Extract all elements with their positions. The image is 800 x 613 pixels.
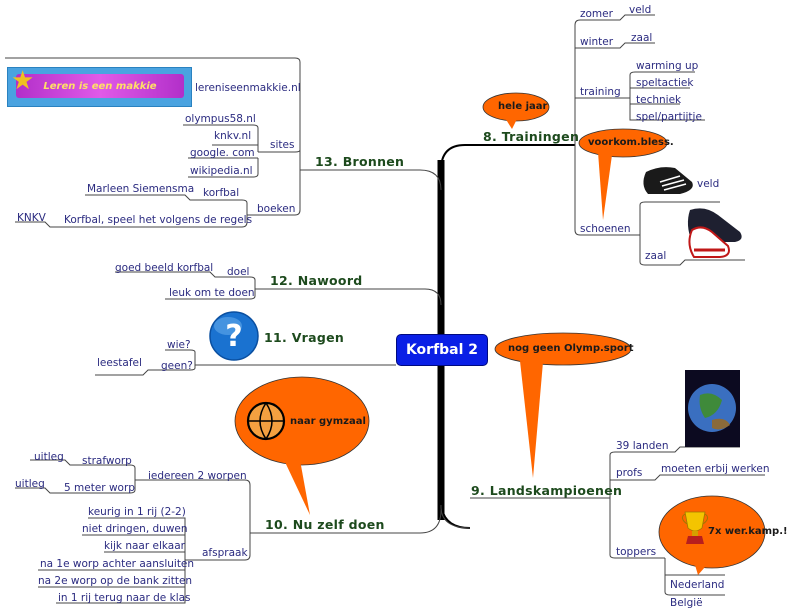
node-strafworp[interactable]: strafworp: [82, 455, 132, 467]
node-uitleg-1[interactable]: uitleg: [34, 451, 64, 463]
node-winter[interactable]: winter: [580, 36, 614, 48]
globe-image: [685, 370, 740, 447]
logo-banner: Leren is een makkie: [16, 74, 184, 98]
node-schoenen[interactable]: schoenen: [580, 223, 631, 235]
node-afspraak-6[interactable]: in 1 rij terug naar de klas: [58, 592, 191, 604]
node-warming-up[interactable]: warming up: [636, 60, 699, 72]
callout-naar-gymzaal: naar gymzaal: [290, 416, 366, 427]
node-zomer[interactable]: zomer: [580, 8, 613, 20]
node-google[interactable]: google. com: [190, 147, 255, 159]
node-olympus58[interactable]: olympus58.nl: [185, 113, 256, 125]
node-wie[interactable]: wie?: [167, 339, 191, 351]
node-boeken[interactable]: boeken: [257, 203, 296, 215]
node-zaal[interactable]: zaal: [631, 32, 653, 44]
node-moeten-erbij-werken[interactable]: moeten erbij werken: [661, 463, 770, 475]
callout-voorkom-bless: voorkom.bless.: [588, 137, 674, 148]
node-schoenen-zaal[interactable]: zaal: [645, 250, 667, 262]
node-profs[interactable]: profs: [616, 467, 643, 479]
node-39-landen[interactable]: 39 landen: [616, 440, 669, 452]
node-speltactiek[interactable]: speltactiek: [636, 77, 694, 89]
node-goed-beeld-korfbal[interactable]: goed beeld korfbal: [115, 262, 214, 274]
node-leestafel[interactable]: leestafel: [97, 357, 142, 369]
callout-wer-kamp: 7x wer.kamp.!: [708, 526, 788, 537]
node-5-meter-worp[interactable]: 5 meter worp: [64, 482, 135, 494]
node-korfbal[interactable]: korfbal: [203, 187, 240, 199]
star-icon: ★: [11, 66, 35, 96]
node-korfbal-regels[interactable]: Korfbal, speel het volgens de regels: [64, 214, 253, 226]
branch-trainingen[interactable]: 8. Trainingen: [483, 129, 580, 144]
node-techniek[interactable]: techniek: [636, 94, 682, 106]
question-icon: ?: [209, 311, 259, 361]
svg-text:?: ?: [225, 319, 242, 354]
node-afspraak-4[interactable]: na 1e worp achter aansluiten: [40, 558, 195, 570]
callout-hele-jaar: hele jaar: [498, 101, 548, 112]
node-training[interactable]: training: [580, 86, 621, 98]
trophy-icon: [681, 511, 709, 544]
central-topic[interactable]: Korfbal 2: [396, 334, 488, 366]
node-iedereen-2-worpen[interactable]: iedereen 2 worpen: [148, 470, 247, 482]
node-spel-partijtje[interactable]: spel/partijtje: [636, 111, 702, 123]
node-afspraak-2[interactable]: niet dringen, duwen: [82, 523, 188, 535]
shoe-zaal-image: [687, 208, 742, 258]
node-doel[interactable]: doel: [227, 266, 250, 278]
callout-olymp-sport: nog geen Olymp.sport: [508, 343, 634, 354]
basketball-icon: [246, 401, 286, 441]
node-uitleg-2[interactable]: uitleg: [15, 478, 45, 490]
node-veld[interactable]: veld: [629, 4, 652, 16]
node-toppers[interactable]: toppers: [616, 546, 657, 558]
lereniseenmakkie-logo[interactable]: Leren is een makkie ★: [7, 66, 192, 107]
node-knkv[interactable]: KNKV: [17, 212, 46, 224]
branch-bronnen[interactable]: 13. Bronnen: [315, 154, 405, 169]
node-knkv-nl[interactable]: knkv.nl: [214, 130, 252, 142]
node-leuk-om-te-doen[interactable]: leuk om te doen: [169, 287, 255, 299]
node-wikipedia[interactable]: wikipedia.nl: [190, 165, 253, 177]
node-geen[interactable]: geen?: [161, 360, 193, 372]
node-belgie[interactable]: België: [670, 597, 703, 609]
branch-landskampioenen[interactable]: 9. Landskampioenen: [471, 483, 623, 498]
node-marleen-siemensma[interactable]: Marleen Siemensma: [87, 183, 195, 195]
node-nederland[interactable]: Nederland: [670, 579, 725, 591]
node-lereniseenmakkie[interactable]: lereniseenmakkie.nl: [195, 82, 301, 94]
node-schoenen-veld[interactable]: veld: [697, 178, 720, 190]
node-afspraak-1[interactable]: keurig in 1 rij (2-2): [88, 506, 186, 518]
node-sites[interactable]: sites: [270, 139, 295, 151]
branch-vragen[interactable]: 11. Vragen: [264, 330, 345, 345]
node-afspraak-3[interactable]: kijk naar elkaar: [104, 540, 185, 552]
branch-nawoord[interactable]: 12. Nawoord: [270, 273, 363, 288]
node-afspraak[interactable]: afspraak: [202, 547, 248, 559]
branch-nu-zelf-doen[interactable]: 10. Nu zelf doen: [265, 517, 385, 532]
node-afspraak-5[interactable]: na 2e worp op de bank zitten: [38, 575, 193, 587]
shoe-veld-image: [643, 167, 693, 194]
